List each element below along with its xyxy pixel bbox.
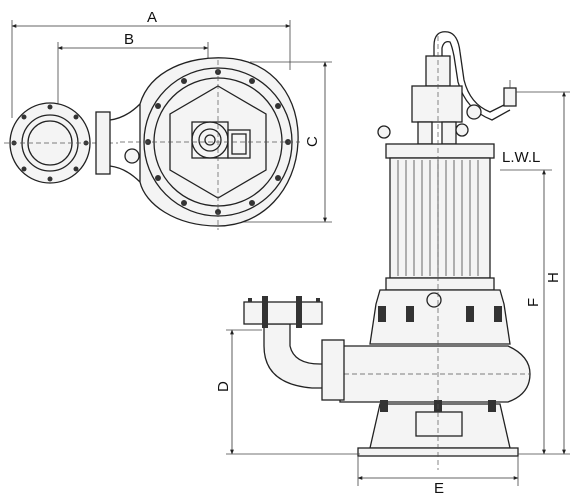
label-h: H (545, 272, 562, 283)
side-view (243, 31, 531, 470)
label-b: B (124, 31, 134, 48)
label-a: A (147, 9, 157, 26)
motor-body (389, 157, 491, 279)
cable-gland (191, 121, 229, 159)
discharge-flange-side (243, 301, 323, 325)
label-e: E (434, 480, 444, 494)
top-view (4, 20, 332, 230)
label-lwl: L.W.L (502, 149, 540, 166)
label-d: D (215, 381, 232, 392)
discharge-elbow (263, 323, 325, 389)
label-f: F (525, 298, 542, 307)
label-c: C (304, 136, 321, 147)
